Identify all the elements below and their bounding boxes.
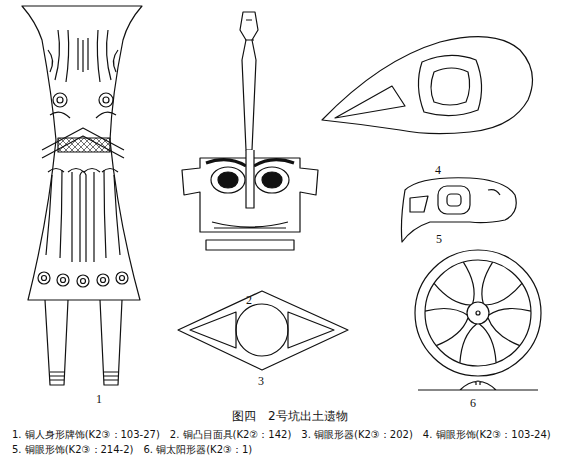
figure-caption: 1. 铜人身形牌饰(K2③：103-27) 2. 铜凸目面具(K2②：142) … bbox=[12, 428, 557, 457]
callout-number: 6 bbox=[470, 396, 476, 411]
callout-number: 2 bbox=[246, 293, 252, 308]
mask-figure bbox=[182, 12, 318, 250]
callout-number: 3 bbox=[258, 374, 264, 389]
callout-number: 4 bbox=[435, 163, 441, 178]
sun-spoke bbox=[436, 318, 476, 363]
callout-number: 1 bbox=[96, 392, 102, 407]
sun-disc-figure bbox=[415, 250, 541, 390]
callout-number: 5 bbox=[436, 232, 442, 247]
plaque-figure bbox=[22, 6, 142, 385]
sun-spoke bbox=[425, 283, 470, 315]
eye-ornament-small-figure bbox=[401, 178, 516, 242]
figure-title: 图四 2号坑出土遗物 bbox=[232, 408, 348, 425]
eye-ornament-figure bbox=[322, 37, 533, 134]
sun-spoke bbox=[463, 262, 492, 303]
sun-spoke bbox=[486, 283, 531, 315]
sun-spoke bbox=[479, 318, 519, 363]
eye-diamond-figure bbox=[178, 291, 348, 370]
